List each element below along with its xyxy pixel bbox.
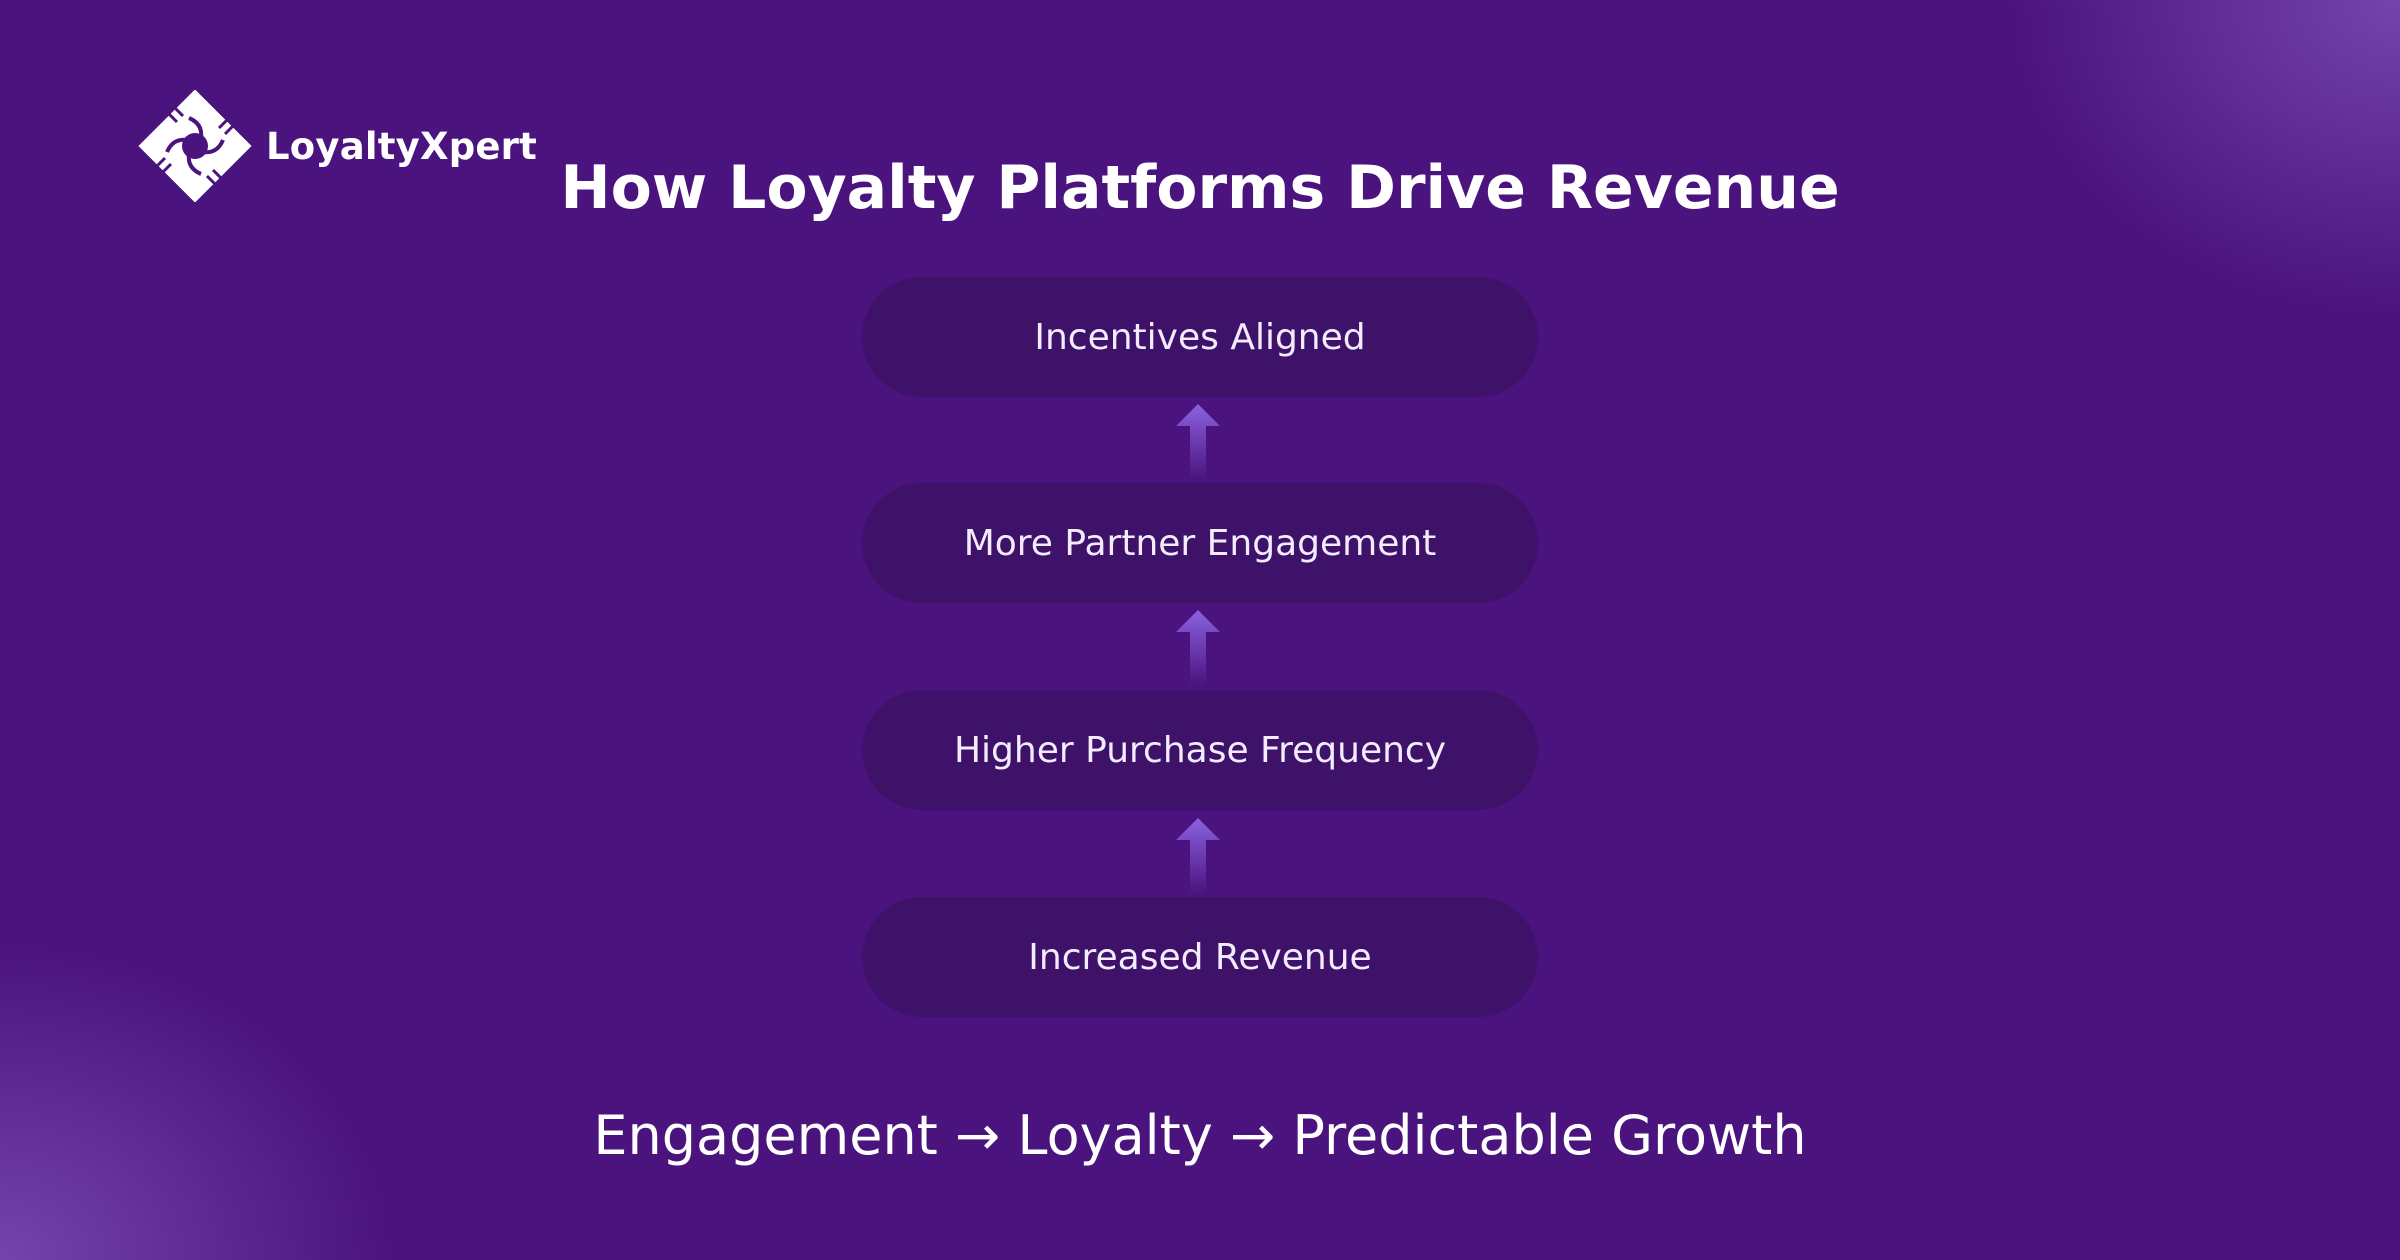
up-arrow-icon <box>1176 404 1220 480</box>
up-arrow-icon <box>1176 610 1220 686</box>
flow-step-higher-purchase-frequency: Higher Purchase Frequency <box>862 690 1538 810</box>
brand-name: LoyaltyXpert <box>266 124 538 168</box>
flow-step-increased-revenue: Increased Revenue <box>862 897 1538 1017</box>
tagline: Engagement → Loyalty → Predictable Growt… <box>593 1104 1807 1167</box>
four-hands-diamond-icon <box>138 90 252 202</box>
flow-step-incentives-aligned: Incentives Aligned <box>862 277 1538 397</box>
page-title: How Loyalty Platforms Drive Revenue <box>560 153 1840 223</box>
up-arrow-icon <box>1176 818 1220 894</box>
brand-logo: LoyaltyXpert <box>136 90 537 202</box>
flow-step-more-partner-engagement: More Partner Engagement <box>862 483 1538 603</box>
